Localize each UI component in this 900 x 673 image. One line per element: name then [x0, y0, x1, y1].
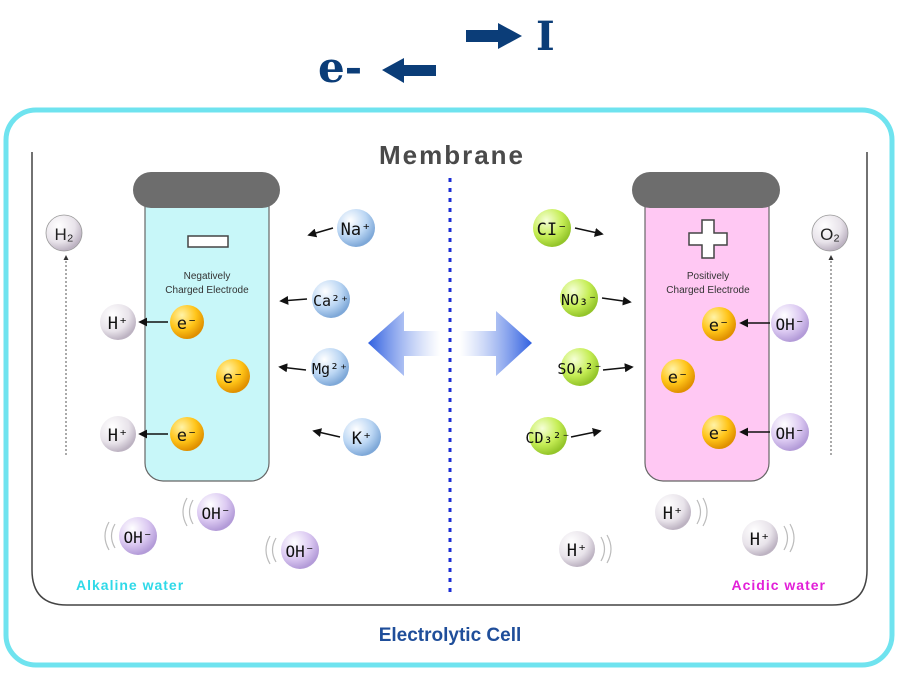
electron-label: e⁻	[223, 368, 243, 388]
oh-ion-label: OH⁻	[202, 504, 231, 523]
hydrogen-gas-label: H₂	[55, 225, 74, 244]
h-ion-free-2: H⁺	[742, 520, 795, 556]
acidic-water-label: Acidic water	[732, 577, 826, 593]
electron-middle-right: e⁻	[661, 359, 695, 393]
oxygen-gas: O₂	[811, 214, 849, 455]
h-ion-label: H⁺	[663, 504, 683, 524]
h-ion-free-3: H⁺	[559, 531, 612, 567]
electron-flow-label: e-	[318, 43, 362, 92]
negative-electrode-label-line2: Charged Electrode	[165, 285, 249, 296]
current-flow-indicator: I	[466, 13, 555, 60]
ion-so4: SO₄²⁻	[557, 348, 634, 386]
current-label: I	[536, 13, 555, 60]
electron-label: e⁻	[177, 426, 197, 446]
oh-ion-free-2: OH⁻	[104, 517, 157, 555]
ion-mg-label: Mg²⁺	[312, 360, 348, 378]
ion-co3-label: CD₃²⁻	[525, 429, 570, 447]
ion-cl: CI⁻	[533, 209, 604, 247]
h-ion-label: H⁺	[108, 314, 128, 334]
oxygen-gas-label: O₂	[820, 225, 840, 244]
ion-k: K⁺	[312, 418, 381, 456]
negative-electrode-label-line1: Negatively	[184, 271, 231, 282]
oh-ion-label: OH⁻	[776, 424, 805, 443]
oh-ion-oxidation-top: e⁻ OH⁻	[702, 304, 809, 342]
electron-flow-arrow-icon	[382, 58, 436, 83]
plus-sign-icon	[688, 219, 728, 259]
electrolysis-tank	[31, 152, 868, 606]
minus-sign-icon	[187, 235, 229, 248]
h-ion-free-1: H⁺	[655, 494, 708, 530]
h-ion-reduction-top: H⁺ e⁻	[100, 304, 204, 340]
anion-direction-arrow-icon	[460, 311, 532, 376]
negative-electrode: Negatively Charged Electrode	[133, 172, 280, 482]
oh-ion-label: OH⁻	[124, 528, 153, 547]
ion-mg: Mg²⁺	[278, 348, 349, 386]
electron-middle-left: e⁻	[216, 359, 250, 393]
h-ion-label: H⁺	[750, 530, 770, 550]
ion-na-label: Na⁺	[341, 220, 372, 240]
oh-ion-label: OH⁻	[286, 542, 315, 561]
alkaline-water-label: Alkaline water	[76, 577, 184, 593]
electron-label: e⁻	[709, 424, 729, 444]
hydrogen-gas: H₂	[45, 214, 83, 455]
positive-electrode-label-line1: Positively	[687, 271, 729, 282]
ion-k-label: K⁺	[352, 429, 372, 449]
ion-no3: NO₃⁻	[560, 279, 632, 317]
h-ion-label: H⁺	[567, 541, 587, 561]
ion-so4-label: SO₄²⁻	[557, 360, 602, 378]
ion-cl-label: CI⁻	[537, 220, 568, 240]
oh-ion-label: OH⁻	[776, 315, 805, 334]
current-flow-arrow-icon	[466, 23, 522, 49]
ion-na: Na⁺	[307, 209, 375, 247]
membrane-label: Membrane	[379, 140, 525, 170]
oh-ion-free-1: OH⁻	[182, 493, 235, 531]
electron-label: e⁻	[668, 368, 688, 388]
electron-label: e⁻	[709, 316, 729, 336]
oh-ion-free-3: OH⁻	[265, 531, 319, 569]
cation-direction-arrow-icon	[368, 311, 440, 376]
ion-co3: CD₃²⁻	[525, 417, 602, 455]
cell-title: Electrolytic Cell	[379, 625, 522, 646]
electron-flow-indicator: e-	[318, 43, 436, 92]
electron-label: e⁻	[177, 314, 197, 334]
h-ion-label: H⁺	[108, 426, 128, 446]
oh-ion-oxidation-bottom: e⁻ OH⁻	[702, 413, 809, 451]
h-ion-reduction-bottom: H⁺ e⁻	[100, 416, 204, 452]
positive-electrode-label-line2: Charged Electrode	[666, 285, 750, 296]
ion-no3-label: NO₃⁻	[561, 291, 597, 309]
ion-ca-label: Ca²⁺	[313, 292, 349, 310]
ion-ca: Ca²⁺	[279, 280, 350, 318]
